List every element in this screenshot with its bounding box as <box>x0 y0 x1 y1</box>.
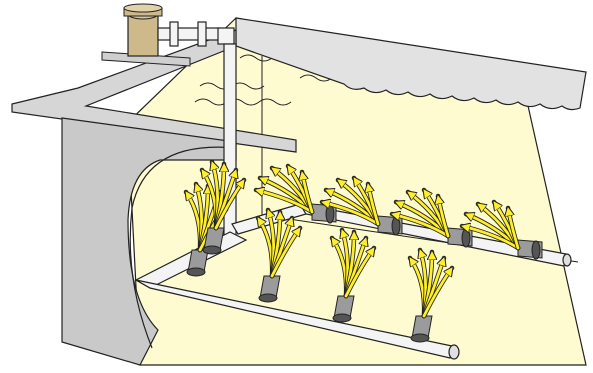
back-nozzle-4 <box>462 202 543 260</box>
back-nozzle-3 <box>392 190 473 248</box>
jet-arrow <box>368 184 380 226</box>
jet-arrow <box>322 202 380 226</box>
jet-arrow <box>462 226 520 250</box>
back-nozzle-2 <box>322 178 403 236</box>
tank-top-rim-back <box>235 17 587 111</box>
front-nozzle-2 <box>255 210 303 303</box>
pump-unit <box>101 3 191 67</box>
jet-arrow <box>344 248 374 298</box>
front-nozzle-3 <box>329 230 377 323</box>
jet-arrow <box>438 196 450 238</box>
jet-arrow <box>422 268 452 318</box>
jet-arrow <box>256 190 314 214</box>
corner-nozzle-5 <box>199 162 247 255</box>
nozzle-groups <box>183 162 543 343</box>
front-nozzle-4 <box>407 250 455 343</box>
jet-arrow <box>214 180 244 230</box>
jet-arrow <box>270 228 300 278</box>
front-nozzle-1 <box>183 184 231 277</box>
jet-arrow <box>508 208 520 250</box>
jet-arrow <box>302 172 314 214</box>
jet-arrow <box>392 214 450 238</box>
tank-front-wall <box>61 117 237 366</box>
tank-front-wall-opening-edge <box>129 146 237 349</box>
